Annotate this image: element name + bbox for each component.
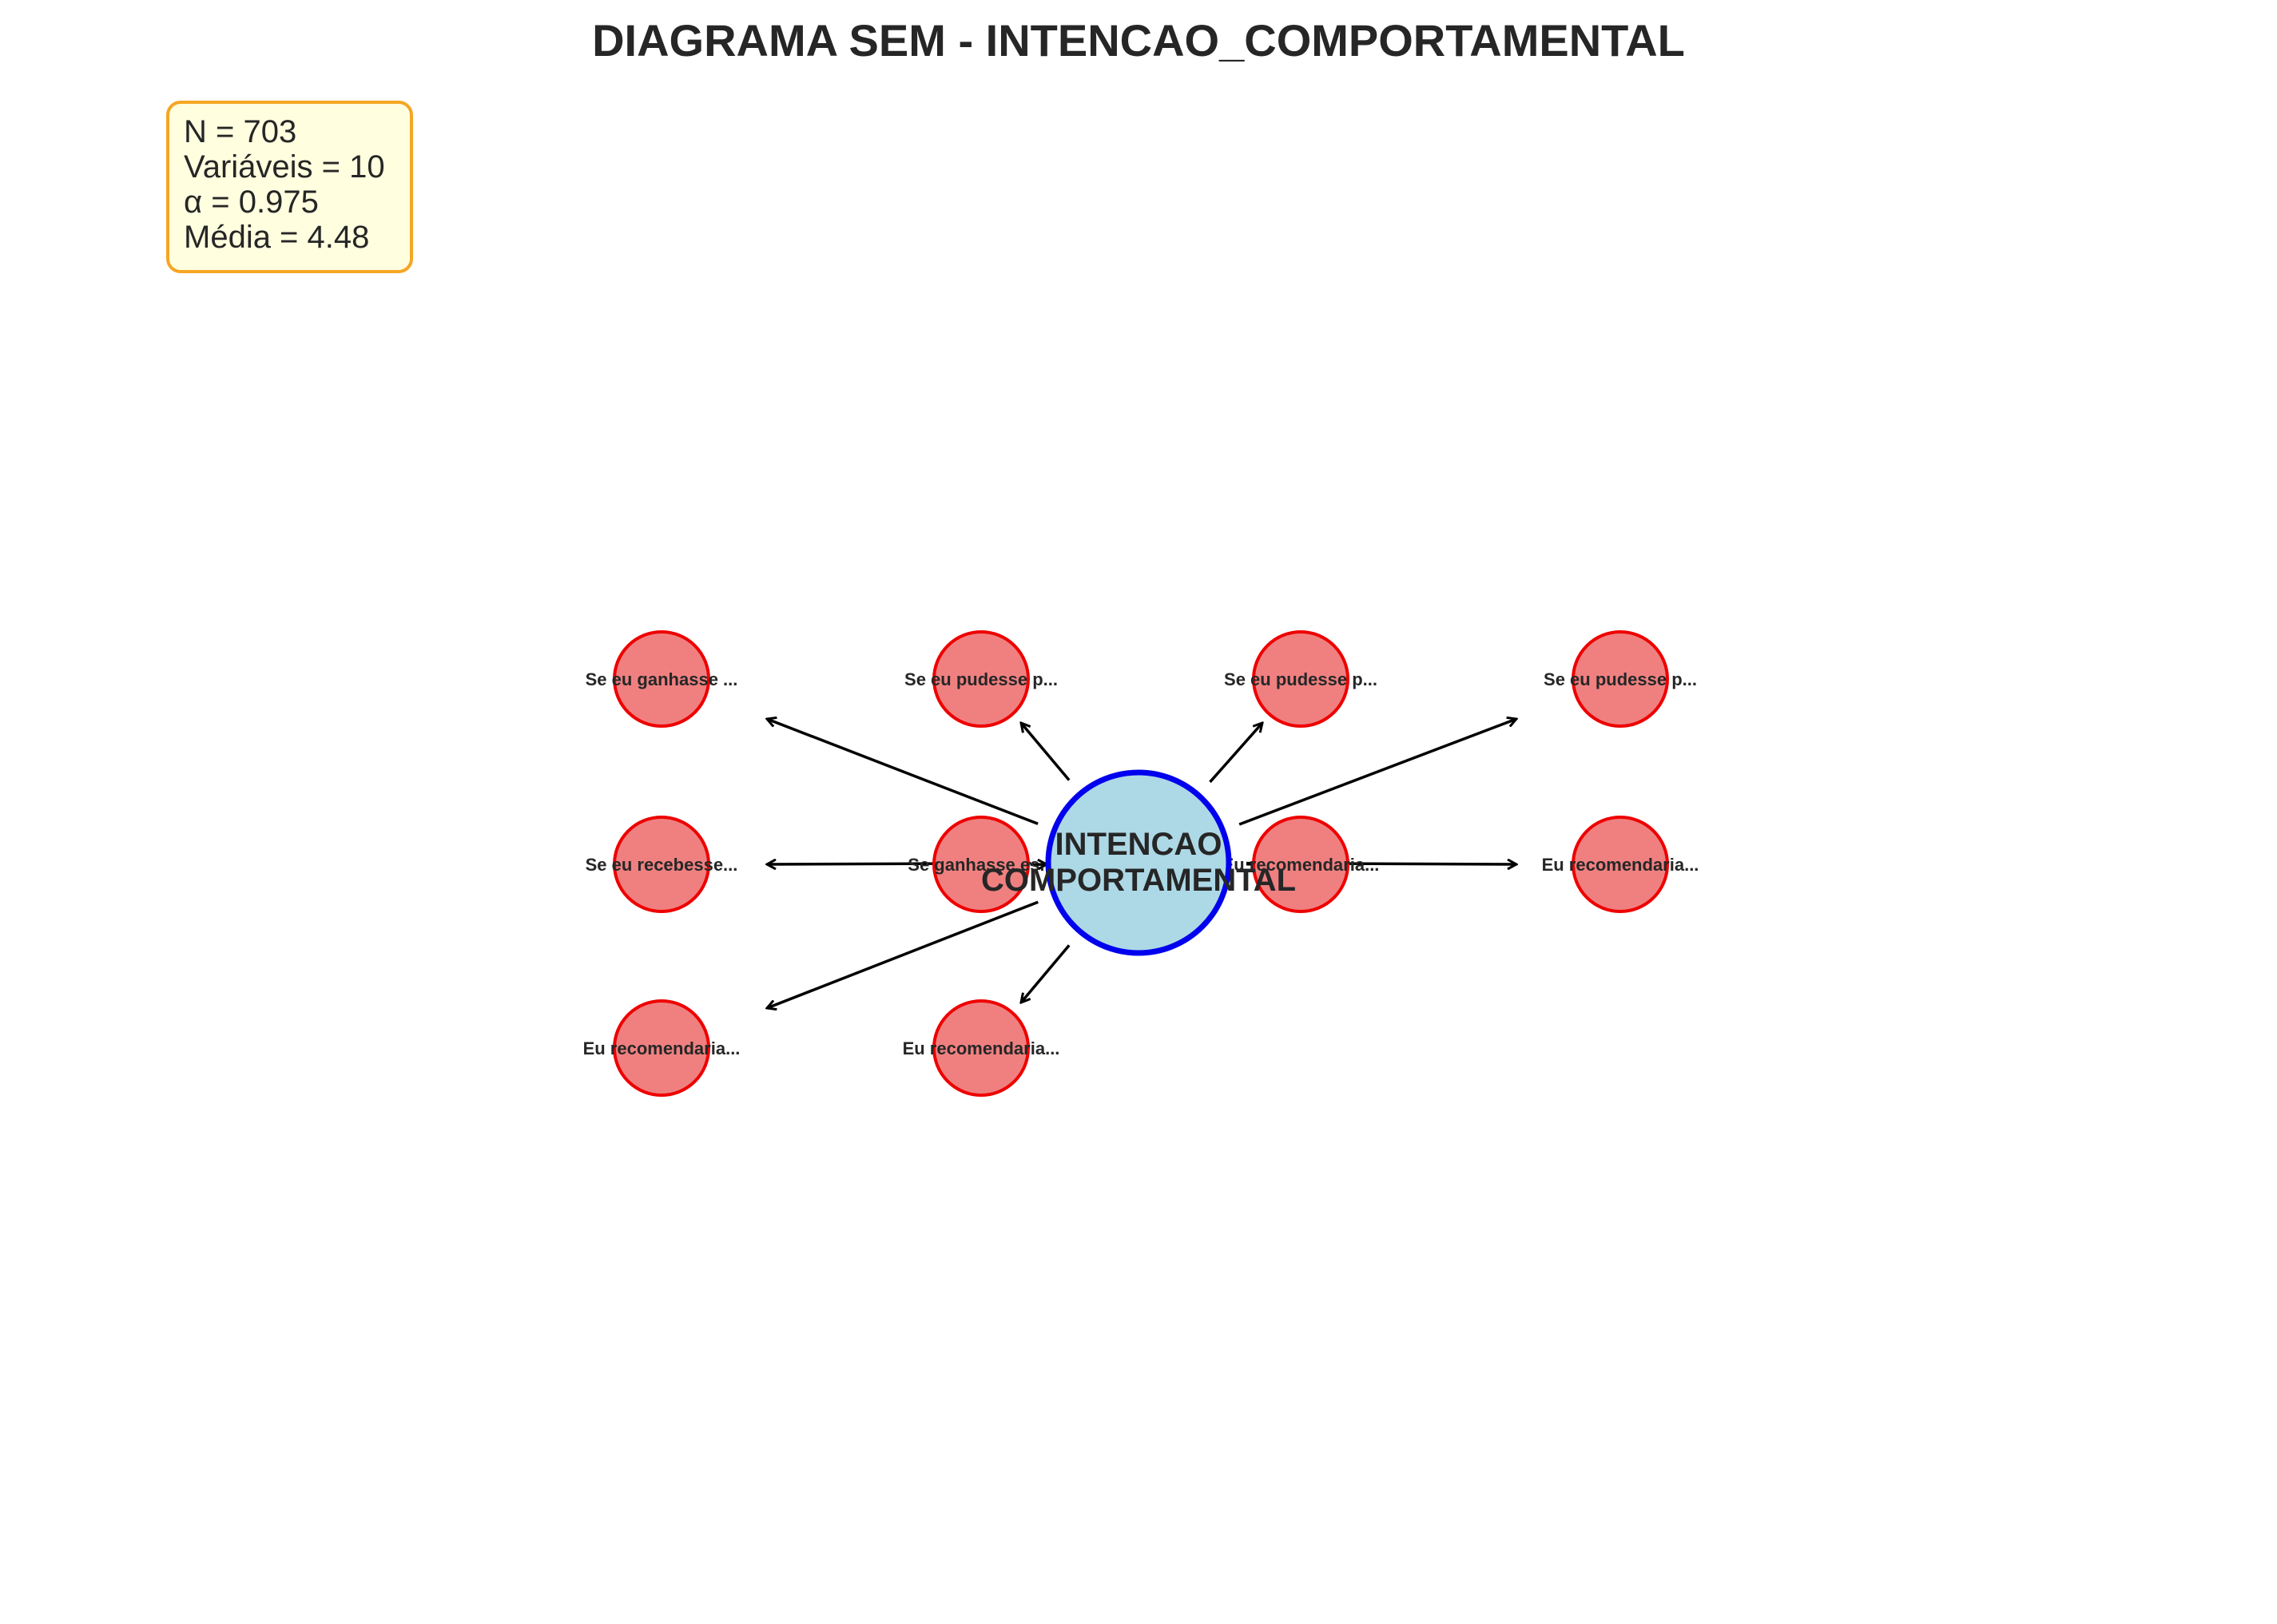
observed-item-label: Se eu ganhasse ... [586,669,738,689]
observed-item-label: Eu recomendaria... [903,1038,1060,1058]
observed-item-node: Se eu pudesse p... [1544,630,1697,728]
stats-box: N = 703 Variáveis = 10 α = 0.975 Média =… [166,101,413,273]
stats-n: N = 703 [184,114,296,149]
observed-item-node: Eu recomendaria... [1222,816,1380,913]
path-arrow [767,900,1039,1008]
stats-mean: Média = 4.48 [184,220,369,255]
observed-item-circle [1572,816,1669,913]
observed-item-circle [932,630,1030,728]
stats-alpha: α = 0.975 [184,185,319,220]
latent-node: INTENCAO COMPORTAMENTAL [981,769,1296,956]
observed-item-node: Se eu pudesse p... [904,630,1058,728]
path-arrow [1021,723,1071,781]
observed-item-node: Se eu pudesse p... [1224,630,1377,728]
observed-items: Se eu ganhasse ... Se eu pudesse p... Se e… [583,630,1699,1097]
observed-item-label: Eu recomendaria... [583,1038,741,1058]
observed-item-label: Se eu pudesse p... [1544,669,1697,689]
diagram-title: DIAGRAMA SEM - INTENCAO_COMPORTAMENTAL [592,15,1685,66]
observed-item-circle [613,630,710,728]
path-arrow [1209,723,1262,784]
observed-item-label: Se ganhasse es... [908,855,1054,875]
observed-item-circle [1572,630,1669,728]
observed-item-circle [613,999,710,1097]
observed-item-node: Eu recomendaria... [903,999,1060,1097]
observed-item-label: Se eu pudesse p... [904,669,1058,689]
observed-item-node: Se eu recebesse... [586,816,738,913]
observed-item-label: Se eu recebesse... [586,855,738,875]
observed-item-circle [613,816,710,913]
observed-item-label: Eu recomendaria... [1542,855,1699,875]
path-arrow [1238,719,1516,826]
latent-label-line1: INTENCAO [1055,827,1222,862]
path-arrow [767,719,1039,825]
path-arrow [1021,944,1071,1003]
observed-item-node: Se eu ganhasse ... [586,630,738,728]
observed-item-label: Eu recomendaria... [1222,855,1380,875]
stats-variables: Variáveis = 10 [184,149,385,185]
observed-item-node: Eu recomendaria... [1542,816,1699,913]
observed-item-label: Se eu pudesse p... [1224,669,1377,689]
observed-item-circle [932,999,1030,1097]
observed-item-circle [1252,816,1349,913]
observed-item-circle [1252,630,1349,728]
observed-item-circle [932,816,1030,913]
observed-item-node: Se ganhasse es... [908,816,1055,913]
latent-label-line2: COMPORTAMENTAL [981,863,1296,898]
latent-circle [1045,769,1232,956]
stats-box-frame [166,101,413,273]
observed-item-node: Eu recomendaria... [583,999,741,1097]
